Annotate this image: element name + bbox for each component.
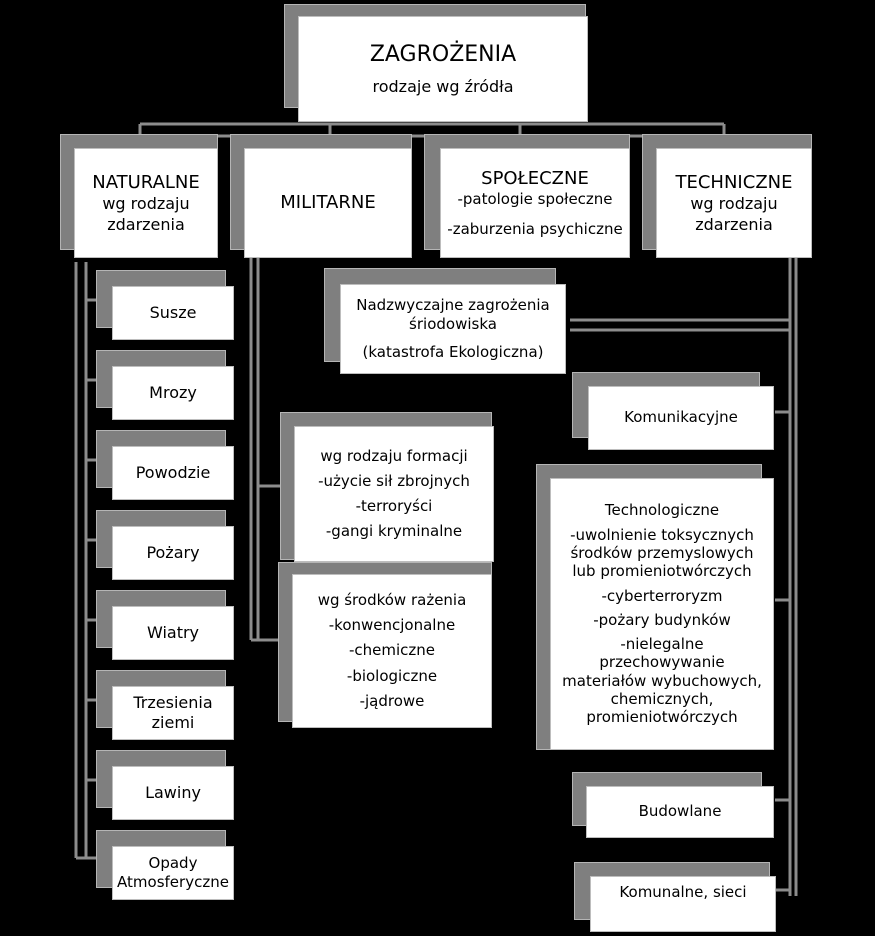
spoleczne-line: -zaburzenia psychiczne	[447, 219, 623, 238]
spoleczne-title: SPOŁECZNE	[481, 168, 589, 190]
item-box: Pożary	[112, 526, 234, 580]
connector-naturalne-spine	[74, 262, 88, 858]
srodki-line: wg środków rażenia	[317, 591, 467, 610]
naturalne-line: zdarzenia	[107, 214, 185, 234]
item-box: Lawiny	[112, 766, 234, 820]
root-subtitle: rodzaje wg źródła	[372, 76, 514, 96]
technologiczne-line: lub promieniotwórczych	[572, 562, 752, 581]
srodki-line: -chemiczne	[348, 641, 436, 660]
item-label: Susze	[149, 302, 197, 322]
connector-militarne-spine	[249, 258, 260, 640]
technologiczne-box: Technologiczne -uwolnienie toksycznych ś…	[550, 478, 774, 750]
ecology-box: Nadzwyczajne zagrożenia śriodowiska (kat…	[340, 284, 566, 374]
item-box: Trzesienia ziemi	[112, 686, 234, 740]
technologiczne-line: -cyberterroryzm	[601, 586, 723, 605]
item-label: Mrozy	[149, 382, 197, 402]
item-box: Wiatry	[112, 606, 234, 660]
srodki-box: wg środków rażenia -konwencjonalne -chem…	[292, 574, 492, 728]
ecology-line: śriodowiska	[409, 315, 497, 334]
technologiczne-line: materiałów wybuchowych,	[562, 671, 762, 690]
srodki-line: -konwencjonalne	[328, 616, 456, 635]
techniczne-box: TECHNICZNE wg rodzaju zdarzenia	[656, 148, 812, 258]
technologiczne-title: Technologiczne	[604, 501, 720, 520]
root-title: ZAGROŻENIA	[369, 41, 517, 67]
budowlane-label: Budowlane	[638, 802, 722, 821]
technologiczne-line: -nielegalne	[620, 635, 704, 654]
komunikacyjne-label: Komunikacyjne	[624, 408, 738, 427]
item-box: Susze	[112, 286, 234, 340]
techniczne-line: wg rodzaju	[690, 194, 778, 214]
formacje-box: wg rodzaju formacji -użycie sił zbrojnyc…	[294, 426, 494, 562]
formacje-line: wg rodzaju formacji	[320, 446, 468, 465]
komunikacyjne-box: Komunikacyjne	[588, 386, 774, 450]
ecology-line: (katastrofa Ekologiczna)	[362, 342, 544, 361]
item-label: Wiatry	[146, 622, 200, 642]
naturalne-line: wg rodzaju	[102, 194, 190, 214]
techniczne-title: TECHNICZNE	[675, 172, 793, 194]
naturalne-box: NATURALNE wg rodzaju zdarzenia	[74, 148, 218, 258]
spoleczne-line: -patologie społeczne	[457, 190, 613, 209]
komunalne-box: Komunalne, sieci	[590, 876, 776, 932]
connector-techniczne-branches	[570, 318, 790, 892]
budowlane-box: Budowlane	[586, 786, 774, 838]
item-box: Opady Atmosferyczne	[112, 846, 234, 900]
formacje-line: -terroryści	[355, 497, 433, 515]
item-label: Lawiny	[145, 782, 201, 802]
item-label: Pożary	[146, 542, 200, 562]
ecology-line: Nadzwyczajne zagrożenia	[356, 296, 550, 315]
srodki-line: -biologiczne	[346, 666, 438, 685]
item-box: Mrozy	[112, 366, 234, 420]
srodki-line: -jądrowe	[359, 691, 425, 710]
technologiczne-line: przechowywanie	[599, 653, 725, 672]
militarne-box: MILITARNE	[244, 148, 412, 258]
root-box: ZAGROŻENIA rodzaje wg źródła	[298, 16, 588, 122]
connector-techniczne-spine	[788, 258, 798, 896]
technologiczne-line: chemicznych,	[610, 690, 714, 709]
technologiczne-line: -uwolnienie toksycznych	[570, 525, 754, 544]
technologiczne-line: -pożary budynków	[593, 610, 731, 629]
item-box: Powodzie	[112, 446, 234, 500]
technologiczne-line: promieniotwórczych	[586, 708, 738, 727]
spoleczne-box: SPOŁECZNE -patologie społeczne -zaburzen…	[440, 148, 630, 258]
formacje-line: -gangi kryminalne	[325, 522, 463, 541]
formacje-line: -użycie sił zbrojnych	[318, 471, 470, 490]
techniczne-line: zdarzenia	[695, 214, 773, 234]
naturalne-title: NATURALNE	[92, 172, 200, 194]
militarne-title: MILITARNE	[280, 192, 376, 214]
komunalne-label: Komunalne, sieci	[619, 883, 747, 901]
item-label: Trzesienia ziemi	[133, 692, 213, 732]
item-label: Opady Atmosferyczne	[117, 853, 229, 891]
item-label: Powodzie	[135, 462, 211, 482]
technologiczne-line: środków przemyslowych	[570, 543, 754, 562]
